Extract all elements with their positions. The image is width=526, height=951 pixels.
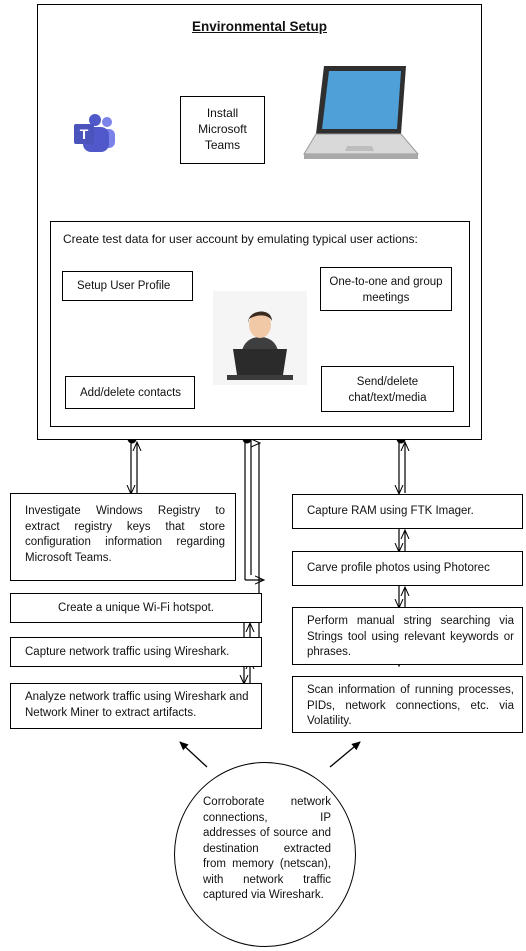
ellipse-to-volatility-arrow [329,741,361,768]
user-at-computer-icon [213,291,307,385]
conclusion-text: Corroborate network connections, IP addr… [203,796,331,902]
microsoft-teams-icon: T [72,114,118,154]
test-data-heading: Create test data for user account by emu… [63,232,418,246]
laptop-icon [302,62,422,166]
analyze-step-box: Analyze network traffic using Wireshark … [10,683,262,729]
strings-step-box: Perform manual string searching via Stri… [292,607,523,665]
contacts-box: Add/delete contacts [65,376,195,409]
photos-step-box: Carve profile photos using Photorec [292,551,523,586]
hotspot-step-box: Create a unique Wi-Fi hotspot. [10,593,262,623]
capture-step-box: Capture network traffic using Wireshark. [10,637,262,667]
chat-box: Send/delete chat/text/media [321,366,454,412]
setup-profile-box: Setup User Profile [62,271,193,301]
install-teams-box: Install Microsoft Teams [180,96,265,164]
setup-title: Environmental Setup [191,19,328,34]
ellipse-to-analyze-arrow [179,741,208,768]
meetings-box: One-to-one and group meetings [320,267,452,311]
ram-step-box: Capture RAM using FTK Imager. [292,494,523,529]
registry-step-box: Investigate Windows Registry to extract … [10,493,236,581]
svg-text:T: T [80,126,89,142]
volatility-step-box: Scan information of running processes, P… [292,676,523,733]
conclusion-ellipse: Corroborate network connections, IP addr… [174,762,356,947]
